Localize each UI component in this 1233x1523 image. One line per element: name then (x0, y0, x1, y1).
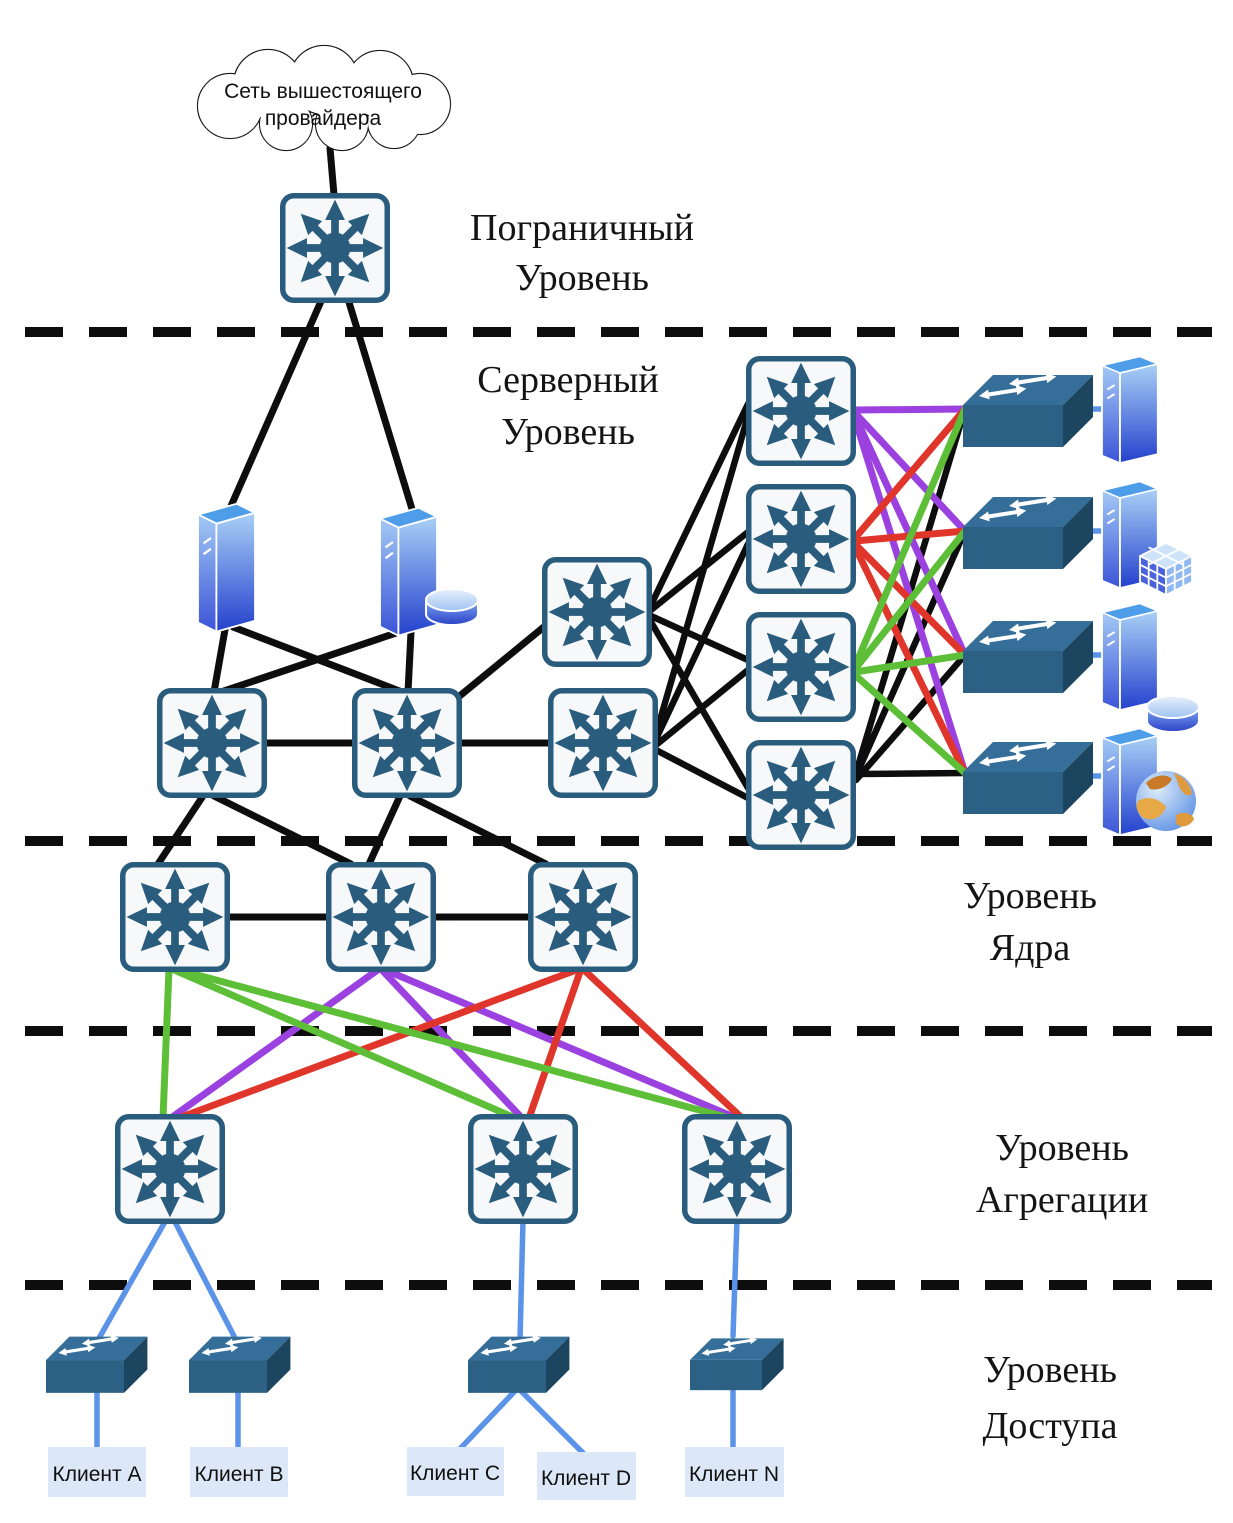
core-router-2 (329, 865, 434, 970)
link-drouter3-fswitch2 (851, 527, 969, 673)
routers (118, 196, 854, 1222)
web-globe-icon (1136, 771, 1196, 831)
label-aggregation-level-line1: Уровень (995, 1127, 1129, 1169)
client-c: Клиент C (407, 1447, 504, 1496)
label-core-level-line2: Ядра (990, 927, 1071, 969)
link-srouter3-drouter2 (647, 528, 752, 614)
client-b-label: Клиент B (195, 1463, 284, 1486)
link-aswitch3-clientd (517, 1387, 589, 1459)
link-srouter3-drouter1 (647, 400, 752, 609)
cloud-icon (196, 44, 452, 152)
access-switch-3 (468, 1334, 569, 1393)
distribution-router-4 (749, 743, 854, 848)
link-core2-agg3 (379, 965, 740, 1122)
aggregation-router-3 (685, 1117, 790, 1222)
aggregation-router-2 (471, 1117, 576, 1222)
link-srouter3-drouter3 (647, 612, 752, 664)
link-border-servertower1 (227, 295, 326, 510)
link-agg1-aswitch1 (95, 1217, 169, 1343)
link-core1-agg2 (168, 965, 519, 1122)
link-agg3-aswitch4 (730, 1217, 740, 1339)
label-border-level-line1: Пограничный (470, 207, 694, 249)
server-router-3 (545, 560, 650, 665)
link-drouter4-fswitch4 (853, 769, 969, 778)
client-n: Клиент N (685, 1447, 784, 1497)
client-a-label: Клиент A (53, 1463, 142, 1486)
client-a: Клиент A (48, 1447, 146, 1497)
link-srouter4-drouter1 (652, 412, 752, 738)
distribution-router-1 (749, 359, 854, 464)
client-c-label: Клиент C (410, 1462, 500, 1485)
link-srouter2-srouter3 (452, 622, 549, 703)
link-drouter3-fswitch3 (851, 651, 969, 676)
link-srouter1-core2 (210, 792, 355, 868)
link-srouter2-core3 (406, 792, 550, 868)
clients: Клиент A Клиент B Клиент C Клиент D Клие… (48, 1447, 784, 1500)
links (94, 144, 1109, 1459)
app-server-3 (1100, 602, 1159, 712)
label-aggregation-level-line2: Агрегации (976, 1179, 1148, 1221)
label-core-level-line1: Уровень (963, 875, 1097, 917)
aggregation-router-1 (118, 1117, 223, 1222)
server-router-2 (355, 691, 460, 796)
core-router-3 (531, 865, 636, 970)
link-core3-agg3 (579, 965, 746, 1122)
app-server-1 (1100, 355, 1159, 465)
level-labels: Пограничный Уровень Серверный Уровень Ур… (470, 207, 1148, 1447)
label-border-level-line2: Уровень (515, 257, 649, 299)
server-router-4 (551, 691, 656, 796)
link-border-servertower2 (344, 295, 416, 513)
label-access-level-line2: Доступа (982, 1405, 1117, 1447)
database-icon-2 (1146, 695, 1200, 733)
link-servertower2-srouter1 (217, 626, 409, 696)
link-core3-agg1 (175, 965, 583, 1122)
link-srouter1-core1 (154, 792, 207, 868)
access-switch-1 (46, 1334, 147, 1393)
link-servertower1-srouter1 (210, 620, 230, 696)
link-drouter3-fswitch4 (851, 671, 969, 777)
link-servertower2-srouter2 (404, 628, 415, 696)
access-switch-4 (690, 1336, 784, 1390)
farm-switch-2 (963, 494, 1093, 569)
link-core1-agg3 (171, 965, 733, 1122)
level-separators (25, 327, 1212, 1290)
cloud-label-line1: Сеть вышестоящего (224, 80, 422, 103)
link-aswitch3-clientc (454, 1387, 519, 1455)
link-drouter4-fswitch3 (852, 651, 969, 784)
access-switch-2 (189, 1334, 290, 1393)
link-drouter1-fswitch1 (851, 405, 969, 414)
server-tower-1 (196, 502, 257, 633)
client-b: Клиент B (190, 1447, 288, 1497)
label-server-level-line1: Серверный (477, 359, 658, 401)
server-router-1 (160, 691, 265, 796)
link-agg2-aswitch3 (517, 1217, 526, 1343)
link-srouter3-drouter4 (647, 618, 752, 792)
provider-cloud: Сеть вышестоящего провайдера (196, 44, 452, 152)
link-core1-agg1 (159, 965, 173, 1122)
distribution-router-3 (749, 615, 854, 720)
client-d-label: Клиент D (541, 1467, 631, 1490)
link-core3-agg2 (525, 965, 585, 1122)
link-agg1-aswitch2 (171, 1217, 239, 1343)
core-router-1 (123, 865, 228, 970)
link-srouter4-drouter2 (652, 540, 752, 743)
link-srouter4-drouter3 (652, 666, 752, 749)
link-drouter2-fswitch1 (851, 405, 969, 542)
link-srouter4-drouter4 (652, 746, 752, 802)
client-n-label: Клиент N (689, 1463, 779, 1486)
farm-switch-3 (963, 618, 1093, 693)
label-server-level-line2: Уровень (501, 411, 635, 453)
link-drouter3-fswitch1 (851, 405, 969, 670)
farm-switch-4 (963, 739, 1093, 814)
client-d: Клиент D (537, 1452, 636, 1500)
cloud-label-line2: провайдера (265, 107, 382, 130)
farm-switch-1 (963, 372, 1093, 447)
label-access-level-line1: Уровень (983, 1349, 1117, 1391)
border-router (283, 196, 388, 301)
link-srouter2-core2 (365, 792, 404, 868)
link-core2-agg1 (167, 965, 383, 1122)
link-cloud-border (326, 144, 338, 199)
distribution-router-2 (749, 487, 854, 592)
database-icon-1 (425, 588, 479, 626)
